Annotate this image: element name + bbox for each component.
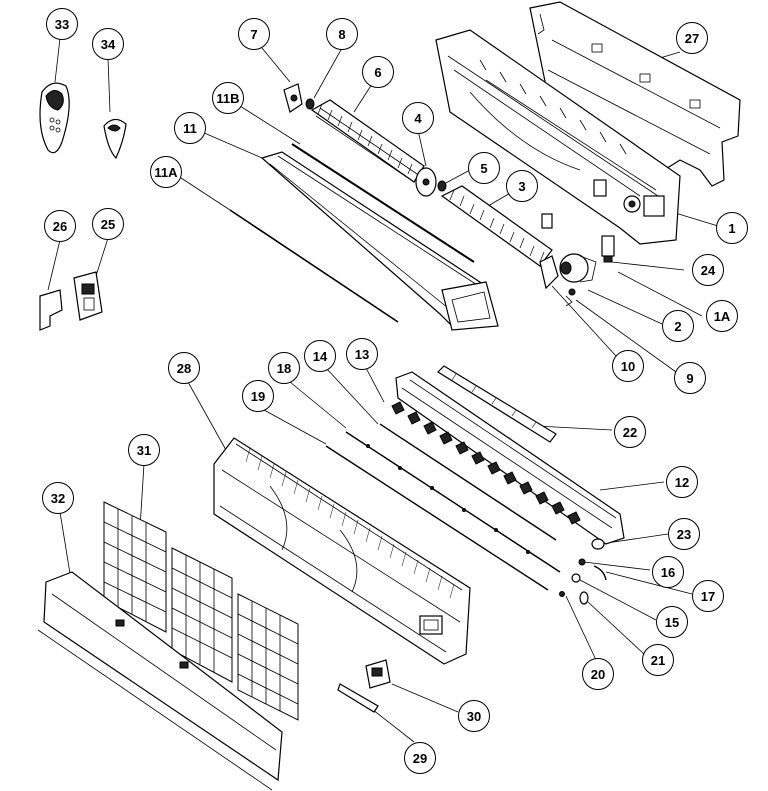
- part-23: [591, 538, 605, 550]
- part-16: [578, 558, 586, 566]
- callout-4: 4: [402, 102, 434, 134]
- callout-30: 30: [458, 700, 490, 732]
- callout-32: 32: [42, 482, 74, 514]
- callout-27: 27: [676, 22, 708, 54]
- fan-6: [310, 99, 425, 183]
- callout-7: 7: [238, 18, 270, 50]
- part-21: [579, 591, 589, 605]
- pipe-22: [437, 365, 557, 443]
- link-19: [325, 445, 549, 591]
- bracket-small: [541, 213, 553, 229]
- ring-8: [305, 98, 315, 110]
- part-29: [337, 683, 379, 713]
- bearing-7: [283, 83, 303, 113]
- clip-24: [601, 235, 615, 263]
- motor-1A: [559, 253, 597, 283]
- callout-16: 16: [652, 556, 684, 588]
- callout-21: 21: [642, 644, 674, 676]
- rod-11A: [229, 209, 399, 323]
- callout-22: 22: [614, 416, 646, 448]
- evaporator-11: [260, 151, 499, 331]
- front-panel-32: [37, 571, 283, 791]
- front-grille-28: [213, 437, 471, 665]
- display-30: [365, 659, 391, 689]
- callout-33: 33: [46, 8, 78, 40]
- callout-18: 18: [268, 352, 300, 384]
- rod-11B: [291, 143, 475, 263]
- callout-1A: 1A: [706, 300, 738, 332]
- callout-6: 6: [362, 56, 394, 88]
- callout-14: 14: [304, 340, 336, 372]
- callout-34: 34: [92, 28, 124, 60]
- callout-11: 11: [174, 112, 206, 144]
- screw-2: [568, 288, 576, 296]
- ring-5: [437, 180, 447, 192]
- part-10: [539, 255, 559, 290]
- callout-28: 28: [168, 352, 200, 384]
- callout-8: 8: [326, 18, 358, 50]
- remote-control-33: [39, 82, 70, 154]
- link-14: [379, 423, 557, 541]
- filter-31-right: [237, 593, 299, 721]
- callout-5: 5: [468, 152, 500, 184]
- fan-3: [440, 185, 553, 267]
- part-20: [559, 591, 565, 597]
- callout-13: 13: [346, 338, 378, 370]
- callout-17: 17: [692, 580, 724, 612]
- filter-31-middle: [171, 547, 233, 683]
- callout-1: 1: [716, 212, 748, 244]
- vanes-13: [391, 401, 581, 525]
- louver-assembly-12: [395, 371, 625, 545]
- callout-23: 23: [668, 518, 700, 550]
- part-15: [571, 573, 581, 583]
- callout-12: 12: [666, 466, 698, 498]
- callout-11B: 11B: [212, 82, 244, 114]
- callout-24: 24: [692, 254, 724, 286]
- callout-2: 2: [662, 310, 694, 342]
- part-9: [565, 295, 573, 307]
- callout-11A: 11A: [150, 156, 182, 188]
- callout-3: 3: [506, 170, 538, 202]
- remote-holder-34: [103, 118, 127, 160]
- part-17: [593, 565, 607, 581]
- fan-end-4: [415, 167, 437, 197]
- callout-15: 15: [656, 606, 688, 638]
- callout-26: 26: [44, 210, 76, 242]
- callout-31: 31: [128, 434, 160, 466]
- link-18: [345, 431, 561, 573]
- callout-10: 10: [612, 350, 644, 382]
- callout-25: 25: [92, 208, 124, 240]
- callout-9: 9: [674, 362, 706, 394]
- filter-31-left: [103, 501, 167, 633]
- chassis-1: [435, 29, 681, 245]
- bracket-26: [39, 289, 63, 331]
- callout-29: 29: [404, 742, 436, 774]
- callout-19: 19: [242, 380, 274, 412]
- control-box-25: [73, 271, 103, 321]
- callout-20: 20: [582, 658, 614, 690]
